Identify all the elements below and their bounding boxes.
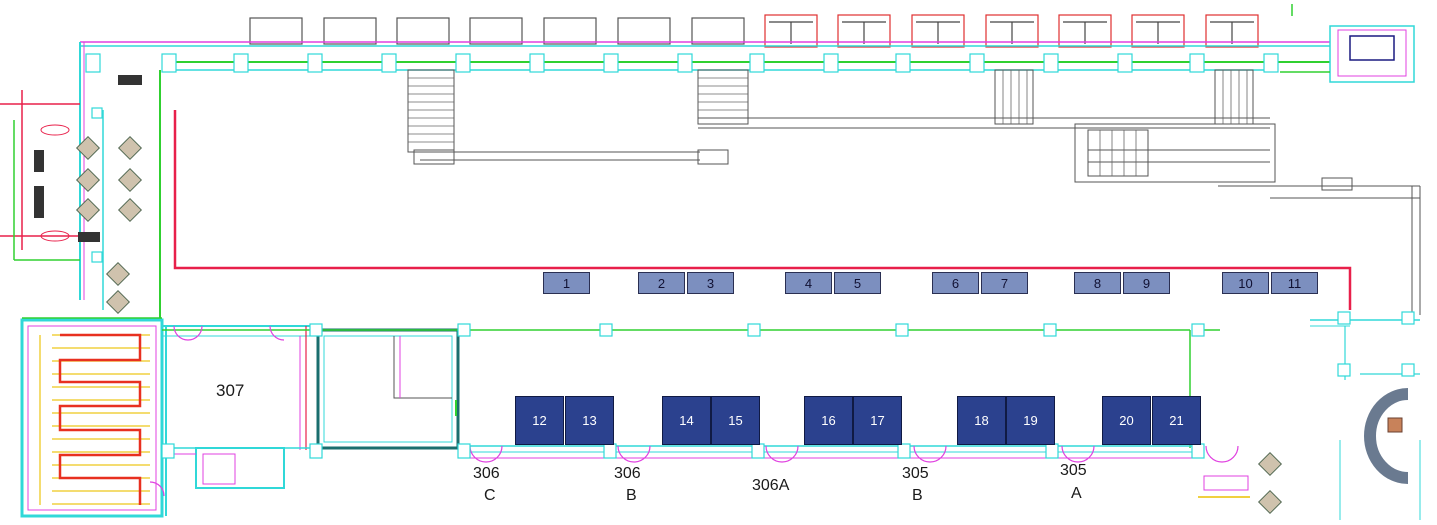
booth-7[interactable]: 7 xyxy=(981,272,1028,294)
booth-10[interactable]: 10 xyxy=(1222,272,1269,294)
room-306b-letter: B xyxy=(626,487,637,504)
room-307-walls xyxy=(162,325,460,516)
door-swings xyxy=(149,325,1239,497)
booth-5[interactable]: 5 xyxy=(834,272,881,294)
top-corridor xyxy=(79,41,1330,320)
room-305a-number: 305 xyxy=(1060,462,1087,479)
hall-boundary xyxy=(173,110,1352,310)
booth-1[interactable]: 1 xyxy=(543,272,590,294)
corridor-columns xyxy=(91,107,1415,377)
reception-desk xyxy=(1203,475,1249,491)
room-306c-letter: C xyxy=(484,487,496,504)
room-307-label: 307 xyxy=(216,381,245,400)
booth-18[interactable]: 18 xyxy=(957,396,1006,445)
booth-4[interactable]: 4 xyxy=(785,272,832,294)
booth-16[interactable]: 16 xyxy=(804,396,853,445)
booth-2[interactable]: 2 xyxy=(638,272,685,294)
booth-14[interactable]: 14 xyxy=(662,396,711,445)
booth-9[interactable]: 9 xyxy=(1123,272,1170,294)
booth-19[interactable]: 19 xyxy=(1006,396,1055,445)
booth-17[interactable]: 17 xyxy=(853,396,902,445)
left-exterior xyxy=(0,90,80,261)
booth-11[interactable]: 11 xyxy=(1271,272,1318,294)
booth-21[interactable]: 21 xyxy=(1152,396,1201,445)
column-markers xyxy=(85,53,1279,73)
booth-6[interactable]: 6 xyxy=(932,272,979,294)
stair-structures xyxy=(407,69,1421,315)
room-306c-number: 306 xyxy=(473,465,500,482)
window-bays xyxy=(249,14,1259,48)
room-305b-letter: B xyxy=(912,487,923,504)
room-306b-number: 306 xyxy=(614,465,641,482)
booth-12[interactable]: 12 xyxy=(515,396,564,445)
left-furniture xyxy=(34,75,142,242)
room-306a-label: 306A xyxy=(752,477,790,494)
booth-15[interactable]: 15 xyxy=(711,396,760,445)
room-305a-letter: A xyxy=(1071,485,1082,502)
top-right-room xyxy=(1280,4,1415,83)
lounge-chairs xyxy=(75,135,1283,515)
booth-8[interactable]: 8 xyxy=(1074,272,1121,294)
room-305b-number: 305 xyxy=(902,465,929,482)
booth-20[interactable]: 20 xyxy=(1102,396,1151,445)
spiral-stair xyxy=(1364,388,1409,484)
booth-3[interactable]: 3 xyxy=(687,272,734,294)
partition-line xyxy=(458,445,1200,459)
partition-columns xyxy=(161,443,1205,459)
stair-treads xyxy=(408,70,1248,176)
left-stair-room xyxy=(20,317,164,518)
left-stair-red xyxy=(58,333,142,505)
booth-13[interactable]: 13 xyxy=(565,396,614,445)
